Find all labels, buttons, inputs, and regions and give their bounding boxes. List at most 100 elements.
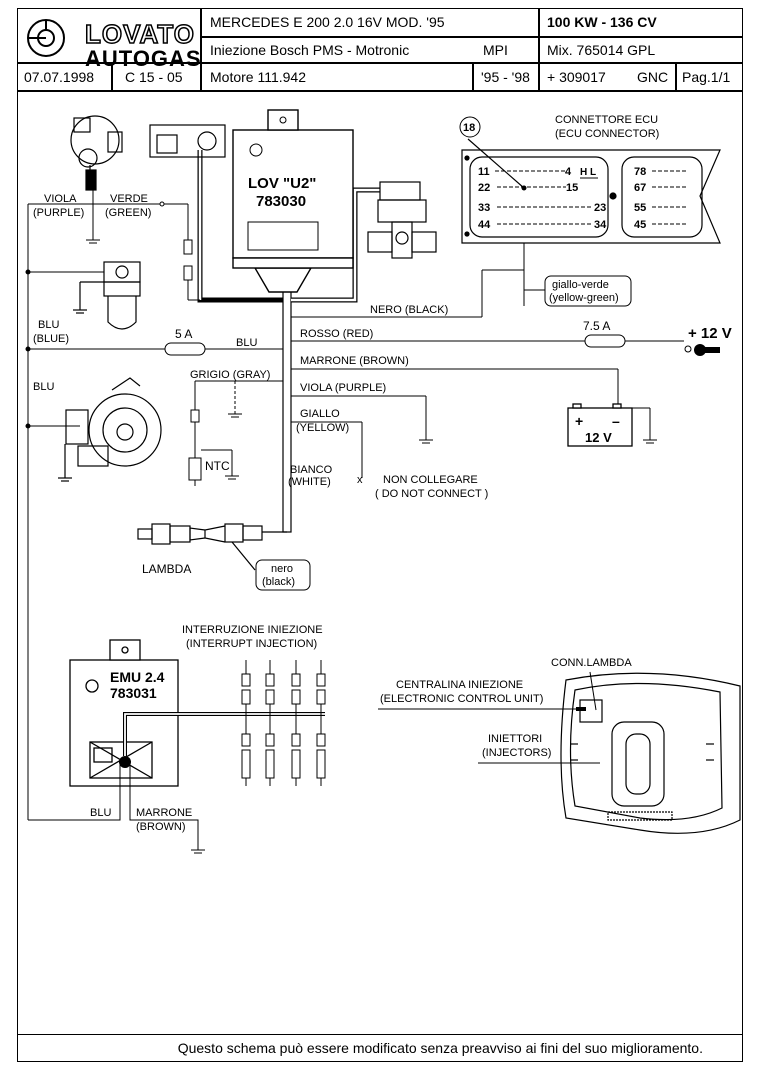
emu-hub	[119, 756, 131, 768]
lovato-logo-icon	[27, 19, 65, 57]
pin-67: 67	[634, 182, 646, 194]
interrupt-label: INTERRUZIONE INIEZIONE	[182, 624, 323, 636]
emu-wires	[28, 712, 325, 854]
bianco-label-en: (WHITE)	[288, 476, 331, 488]
pin-55: 55	[634, 202, 646, 214]
pin-marker-label: 18	[463, 122, 475, 134]
blu-power-wire	[25, 269, 283, 429]
pin-marker-circle	[459, 116, 481, 138]
battery-minus: –	[612, 413, 620, 429]
ignition-distributor	[70, 115, 123, 191]
ecu-connector	[461, 138, 721, 244]
lov-code: 783030	[256, 193, 306, 210]
title-divider	[675, 62, 677, 92]
pin-78: 78	[634, 166, 646, 178]
marrone-brown-label: MARRONE (BROWN)	[300, 355, 409, 367]
nero-small-label: nero	[271, 563, 293, 575]
centralina-label: CENTRALINA INIEZIONE	[396, 679, 523, 691]
interrupt-label-en: (INTERRUPT INJECTION)	[186, 638, 317, 650]
pin-45: 45	[634, 219, 646, 231]
sheet-footer: Questo schema può essere modificato senz…	[17, 1034, 743, 1062]
grigio-ntc-wire	[188, 380, 283, 486]
conn-lambda-label: CONN.LAMBDA	[551, 657, 632, 669]
ecu-connector-label-en: (ECU CONNECTOR)	[555, 128, 659, 140]
drawing-date: 07.07.1998	[24, 69, 95, 85]
blu-label-en: (BLUE)	[33, 333, 69, 345]
iniettori-label: INIETTORI	[488, 733, 542, 745]
map-sensor	[149, 124, 226, 158]
ecu-pin-18	[521, 185, 527, 191]
interrupt-connectors	[241, 660, 326, 786]
brand-bottom: AUTOGAS	[85, 46, 202, 71]
viola-purple-line-label: VIOLA (PURPLE)	[300, 382, 386, 394]
title-divider	[538, 8, 540, 92]
grigio-label: GRIGIO (GRAY)	[190, 369, 270, 381]
verde-wire	[159, 201, 200, 301]
verde-label-en: (GREEN)	[105, 207, 151, 219]
battery	[567, 403, 633, 447]
no-connect-mark: x	[357, 474, 363, 486]
blu-label: BLU	[38, 319, 59, 331]
pin-hl: H L	[580, 167, 596, 178]
gas-injector-rail	[367, 181, 437, 259]
nero-callout	[255, 559, 311, 591]
pin-22: 22	[478, 182, 490, 194]
giallo-verde-label-en: (yellow-green)	[549, 292, 619, 304]
giallo-verde-label: giallo-verde	[552, 279, 609, 291]
title-divider	[472, 62, 474, 92]
engine-power: 100 KW - 136 CV	[547, 14, 657, 30]
emu-name: EMU 2.4	[110, 669, 165, 685]
lov-output-wires	[291, 188, 684, 478]
pin-11: 11	[478, 166, 490, 178]
model-years: '95 - '98	[481, 69, 530, 85]
fuel-type: GNC	[637, 69, 669, 85]
engine-bay-illustration	[560, 672, 741, 834]
battery-plus: +	[575, 413, 583, 429]
pin-34: 34	[594, 219, 607, 231]
ntc-label: NTC	[205, 459, 230, 473]
title-divider	[111, 62, 113, 92]
lov-u2-controller	[232, 109, 354, 293]
sheet-frame	[17, 8, 743, 1062]
injection-type: MPI	[483, 42, 508, 58]
ecu-marker	[576, 707, 586, 711]
kit-code: + 309017	[547, 69, 606, 85]
ecu-pin-numbers: 11 4 H L 22 15 33 23 44 34 78 67 55 45	[478, 166, 646, 231]
viola-label-en: (PURPLE)	[33, 207, 84, 219]
viola-label: VIOLA	[44, 193, 77, 205]
lambda-sensor	[137, 523, 287, 571]
pin-44: 44	[478, 219, 491, 231]
pin-23: 23	[594, 202, 606, 214]
blu-mid-label: BLU	[236, 337, 257, 349]
fuse-5a-label: 5 A	[175, 327, 192, 341]
ecu-connector-label: CONNETTORE ECU	[555, 114, 658, 126]
blu-left-label: BLU	[33, 381, 54, 393]
non-collegare-label-en: ( DO NOT CONNECT )	[375, 488, 488, 500]
nero-black-label: NERO (BLACK)	[370, 304, 448, 316]
marrone-label: MARRONE	[136, 807, 192, 819]
lambda-label: LAMBDA	[142, 562, 191, 576]
pin-33: 33	[478, 202, 490, 214]
title-divider	[17, 62, 743, 64]
pin-4: 4	[565, 166, 572, 178]
engine-bay-callouts	[378, 671, 600, 764]
giallo-verde-callout	[544, 275, 632, 307]
footer-note: Questo schema può essere modificato senz…	[177, 1040, 703, 1056]
giallo-label-en: (YELLOW)	[296, 422, 349, 434]
non-collegare-label: NON COLLEGARE	[383, 474, 478, 486]
title-divider	[17, 90, 743, 92]
brand-top: LOVATO	[84, 18, 195, 50]
nero-small-label-en: (black)	[262, 576, 295, 588]
emu-code: 783031	[110, 685, 157, 701]
engine-code: Motore 111.942	[210, 69, 306, 85]
rosso-red-label: ROSSO (RED)	[300, 328, 373, 340]
verde-label: VERDE	[110, 193, 148, 205]
page-number: Pag.1/1	[682, 69, 731, 85]
title-block: LOVATO AUTOGAS MERCEDES E 200 2.0 16V MO…	[17, 8, 743, 92]
centralina-label-en: (ELECTRONIC CONTROL UNIT)	[380, 693, 543, 705]
injection-system: Iniezione Bosch PMS - Motronic	[210, 42, 410, 58]
gas-reducer	[58, 377, 162, 482]
ecu-pin-rows	[495, 170, 688, 225]
